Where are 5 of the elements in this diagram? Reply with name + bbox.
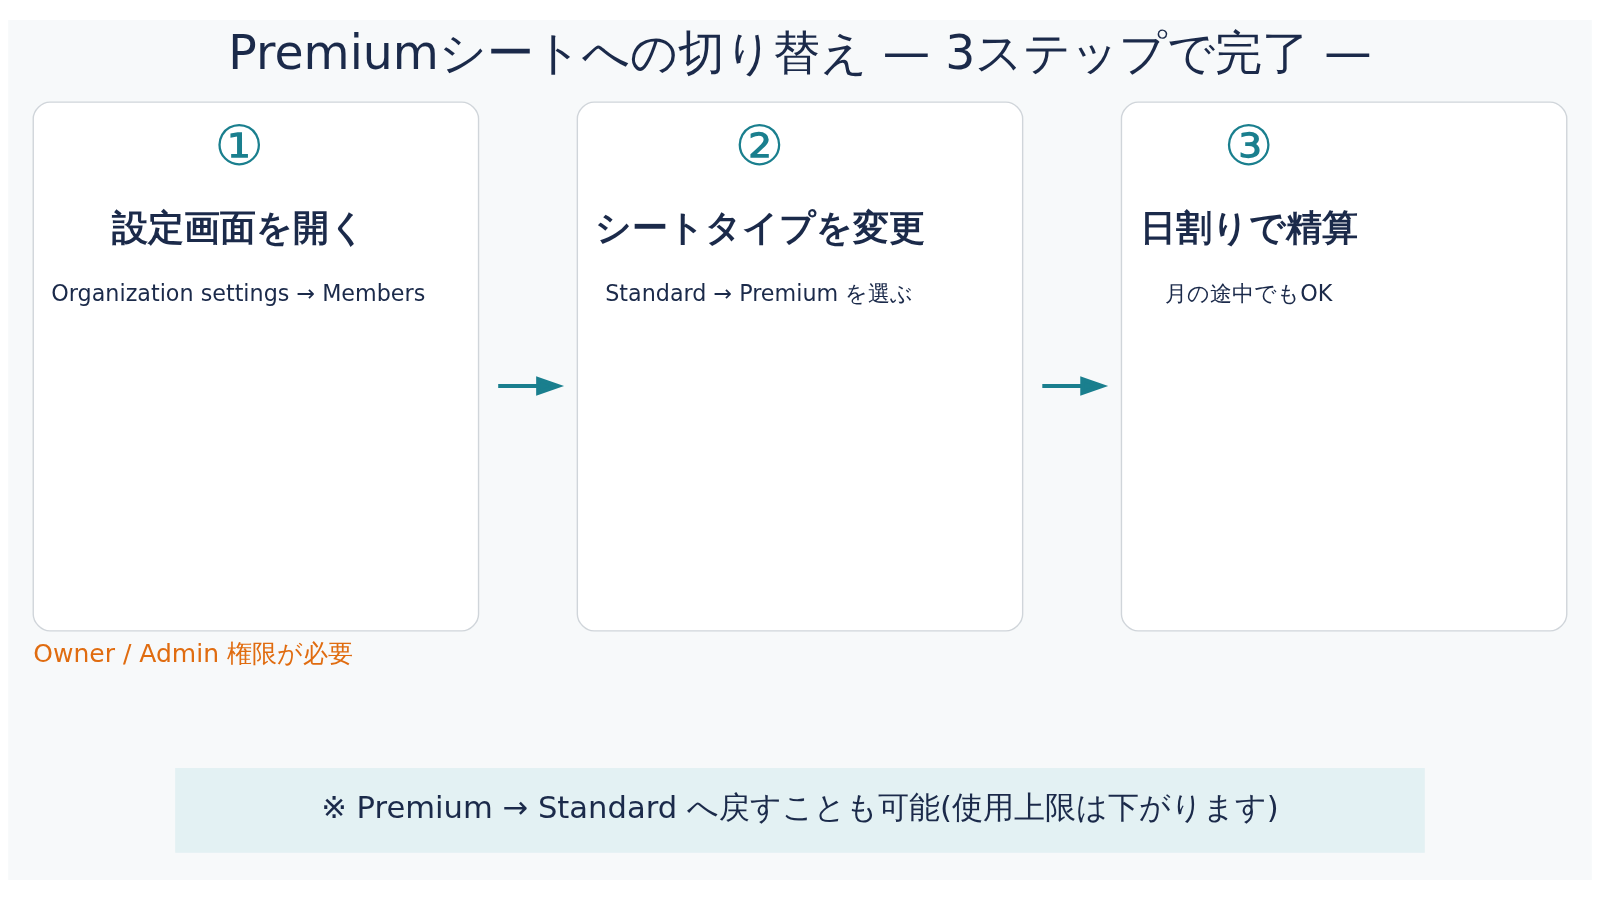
node-label: Owner / Admin 権限が必要 — [33, 639, 354, 669]
label: ※ Premium → Standard へ戻すことも可能(使用上限は下がります) — [321, 790, 1279, 826]
diagram-title: Premiumシートへの切り替え — 3ステップで完了 — — [228, 24, 1372, 80]
arrow — [1042, 376, 1109, 396]
arrow — [498, 376, 565, 396]
